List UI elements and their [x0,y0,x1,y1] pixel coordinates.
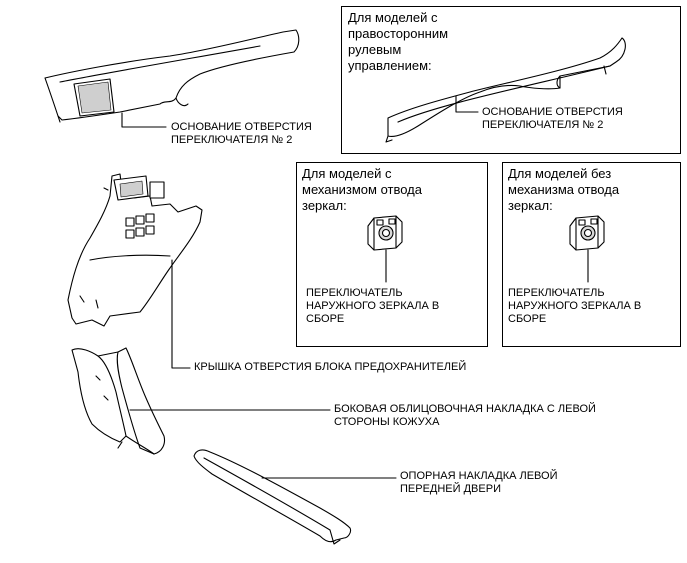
outer-mirror-switch-with-retract-part [367,215,403,251]
label-line: СБОРЕ [508,313,547,325]
box-title-line: правосторонним [348,26,449,41]
label-line: ПЕРЕКЛЮЧАТЕЛЯ № 2 [482,119,604,131]
box-title-line: Для моделей с [302,166,392,181]
box-without-mirror-retract [502,162,681,347]
box-title-line: зеркал: [302,198,347,213]
label-cowl-side-trim: БОКОВАЯ ОБЛИЦОВОЧНАЯ НАКЛАДКА С ЛЕВОЙ СТ… [334,403,596,429]
label-fuse-block-cover: КРЫШКА ОТВЕРСТИЯ БЛОКА ПРЕДОХРАНИТЕЛЕЙ [194,361,466,374]
label-line: НАРУЖНОГО ЗЕРКАЛА В [306,300,440,312]
box-title-line: зеркал: [508,198,553,213]
switch-hole-base-no2-rhd-part [385,37,626,143]
label-line: ОПОРНАЯ НАКЛАДКА ЛЕВОЙ [400,470,558,482]
cowl-side-trim-part [71,347,166,455]
label-line: КРЫШКА ОТВЕРСТИЯ БЛОКА ПРЕДОХРАНИТЕЛЕЙ [194,361,467,373]
label-line: СБОРЕ [306,313,345,325]
outer-mirror-switch-without-retract-part [569,215,605,251]
label-line: НАРУЖНОГО ЗЕРКАЛА В [508,300,642,312]
switch-hole-base-no2-part [44,29,300,123]
label-line: ОСНОВАНИЕ ОТВЕРСТИЯ [171,121,312,133]
box-title-line: механизмом отвода [302,182,423,197]
box-with-retract-title: Для моделей с механизмом отвода зеркал: [302,166,422,214]
label-door-scuff-plate: ОПОРНАЯ НАКЛАДКА ЛЕВОЙ ПЕРЕДНЕЙ ДВЕРИ [400,470,558,496]
box-title-line: рулевым [348,42,402,57]
box-title-line: механизма отвода [508,182,620,197]
box-without-retract-title: Для моделей без механизма отвода зеркал: [508,166,619,214]
box-rhd-title: Для моделей с правосторонним рулевым упр… [348,10,448,74]
box-title-line: Для моделей без [508,166,612,181]
label-line: БОКОВАЯ ОБЛИЦОВОЧНАЯ НАКЛАДКА С ЛЕВОЙ [334,403,596,415]
label-outer-mirror-switch-with-retract: ПЕРЕКЛЮЧАТЕЛЬ НАРУЖНОГО ЗЕРКАЛА В СБОРЕ [306,287,439,326]
fuse-block-cover-part [67,173,203,327]
label-line: ПЕРЕДНЕЙ ДВЕРИ [400,483,501,495]
label-line: ПЕРЕКЛЮЧАТЕЛЬ [306,287,403,299]
box-title-line: управлением: [348,58,432,73]
label-line: ПЕРЕКЛЮЧАТЕЛЯ № 2 [171,134,293,146]
label-switch-hole-base-no2: ОСНОВАНИЕ ОТВЕРСТИЯ ПЕРЕКЛЮЧАТЕЛЯ № 2 [171,121,312,147]
box-rhd-models [341,6,681,154]
label-line: ОСНОВАНИЕ ОТВЕРСТИЯ [482,106,623,118]
box-title-line: Для моделей с [348,10,438,25]
door-scuff-plate-part [193,449,352,545]
box-with-mirror-retract [296,162,488,347]
label-line: ПЕРЕКЛЮЧАТЕЛЬ [508,287,605,299]
label-line: СТОРОНЫ КОЖУХА [334,416,440,428]
label-outer-mirror-switch-without-retract: ПЕРЕКЛЮЧАТЕЛЬ НАРУЖНОГО ЗЕРКАЛА В СБОРЕ [508,287,641,326]
label-switch-hole-base-no2-rhd: ОСНОВАНИЕ ОТВЕРСТИЯ ПЕРЕКЛЮЧАТЕЛЯ № 2 [482,106,623,132]
